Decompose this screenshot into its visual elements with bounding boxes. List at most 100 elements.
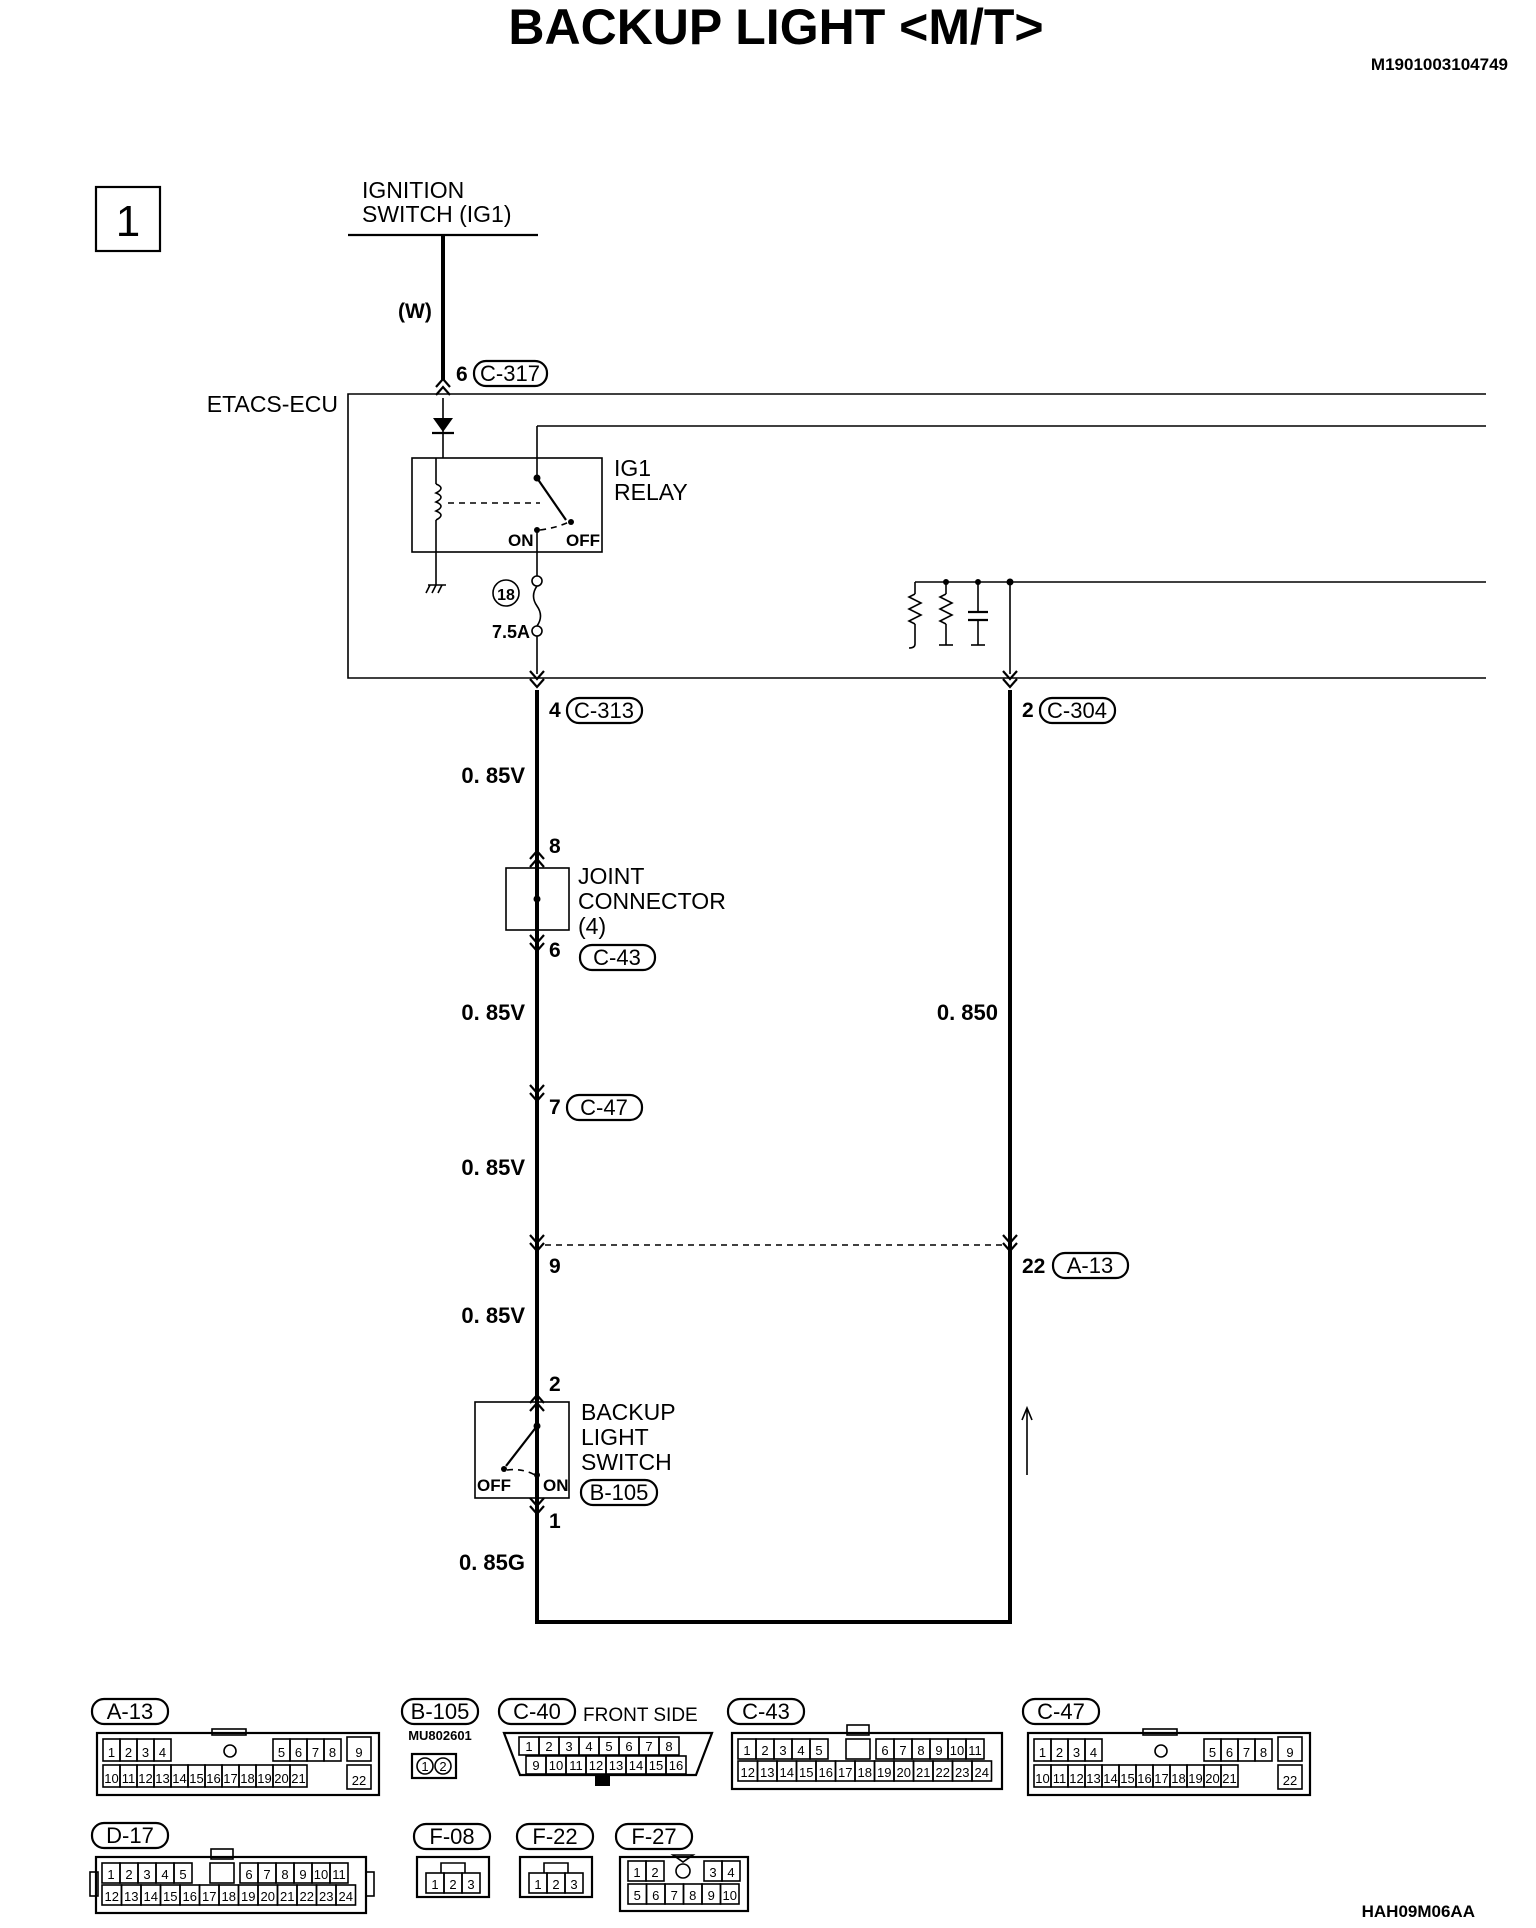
connector-f27-pin: 9 <box>708 1888 715 1903</box>
backup-switch-box <box>474 1401 570 1499</box>
connector-d17-pin: 5 <box>179 1867 186 1882</box>
connector-c43-pin: 4 <box>797 1743 804 1758</box>
connector-c313-label: C-313 <box>574 698 634 723</box>
ignition-label-1: IGNITION <box>362 177 464 203</box>
connector-f27-housing <box>618 1855 750 1913</box>
ig1-relay-box <box>411 457 603 553</box>
connector-f27-pin: 4 <box>727 1865 734 1880</box>
connector-a13-pin: 21 <box>291 1771 305 1786</box>
connector-f22-cell <box>564 1872 584 1894</box>
connector-c47-pin: 16 <box>1137 1771 1151 1786</box>
connector-a13-cell <box>153 1738 172 1762</box>
connector-d17-pin: 15 <box>163 1889 177 1904</box>
relay-off-label: OFF <box>566 531 600 550</box>
connector-d17-pin: 10 <box>314 1867 328 1882</box>
connector-f27-cell <box>645 1860 665 1882</box>
connector-c43-pin: 20 <box>897 1765 911 1780</box>
connector-c47-pin: 13 <box>1086 1771 1100 1786</box>
connector-f27-pin: 7 <box>671 1888 678 1903</box>
connector-d17-pin: 23 <box>319 1889 333 1904</box>
connector-c43-cell <box>809 1738 829 1760</box>
connector-c47-housing <box>1026 1731 1312 1797</box>
connector-d17-pin: 20 <box>261 1889 275 1904</box>
connector-c47-label: C-47 <box>580 1095 628 1120</box>
connector-f22-tag <box>515 1822 595 1851</box>
connector-b105-part: MU802601 <box>408 1728 472 1743</box>
joint-label-1: JOINT <box>578 863 644 889</box>
joint-label-2: CONNECTOR <box>578 888 726 914</box>
connector-c317-label: C-317 <box>480 361 540 386</box>
connector-d17-pin: 16 <box>183 1889 197 1904</box>
connector-tag-b105 <box>579 1478 659 1507</box>
connector-a13-pin: 4 <box>159 1745 166 1760</box>
connector-a13-label: A-13 <box>1067 1253 1113 1278</box>
connector-c40-pin: 9 <box>532 1758 539 1773</box>
terminal-a13-pin: 22 <box>1022 1255 1045 1278</box>
connector-a13-tag <box>90 1697 170 1726</box>
connector-f27-pin: 5 <box>634 1888 641 1903</box>
terminal-c47-pin: 7 <box>549 1096 561 1119</box>
connector-c40-pin: 16 <box>669 1758 683 1773</box>
relay-coil-icon <box>434 483 442 521</box>
connector-a13-pin: 14 <box>172 1771 186 1786</box>
connector-d17-cell <box>329 1862 349 1884</box>
figure-code: HAH09M06AA <box>1362 1902 1475 1921</box>
connector-c40-pin: 13 <box>609 1758 623 1773</box>
wire-label-6: 0. 850 <box>937 1000 998 1025</box>
connector-c43-pin: 8 <box>917 1743 924 1758</box>
terminal-c313-pin: 4 <box>549 699 561 722</box>
fuse-number: 18 <box>497 587 515 604</box>
connector-c43-pin: 5 <box>815 1743 822 1758</box>
connector-c43-pin: 3 <box>779 1743 786 1758</box>
connector-c40-pin: 4 <box>585 1739 592 1754</box>
connector-c47-pin: 11 <box>1053 1771 1067 1786</box>
connector-c47-pin: 5 <box>1209 1745 1216 1760</box>
connector-c47-tag <box>1021 1697 1101 1726</box>
fuse-terminal-top <box>531 575 543 587</box>
relay-label-2: RELAY <box>614 479 688 505</box>
connector-c47-cell <box>1277 1736 1303 1762</box>
relay-label-1: IG1 <box>614 455 651 481</box>
connector-a13-pin: 7 <box>312 1745 319 1760</box>
connector-c47-pin: 18 <box>1171 1771 1185 1786</box>
connector-d17-pin: 11 <box>332 1867 346 1882</box>
connector-d17-pin: 1 <box>107 1867 114 1882</box>
connector-c47-pin: 10 <box>1035 1771 1049 1786</box>
connector-a13-pin: 16 <box>206 1771 220 1786</box>
connector-c43-pin: 21 <box>916 1765 930 1780</box>
fuse-terminal-bottom <box>531 625 543 637</box>
connector-a13-label: A-13 <box>107 1699 153 1724</box>
connector-tag-c304 <box>1038 696 1117 725</box>
connector-c40-pin: 14 <box>629 1758 643 1773</box>
connector-f22-label: F-22 <box>532 1824 577 1849</box>
connector-d17-pin: 6 <box>245 1867 252 1882</box>
connector-a13-pin: 10 <box>104 1771 118 1786</box>
connector-c43-pin: 9 <box>935 1743 942 1758</box>
connector-tag-c47 <box>565 1093 644 1122</box>
connector-c47-cell <box>1220 1764 1239 1788</box>
backup-switch-label-3: SWITCH <box>581 1449 672 1475</box>
connector-f27-pin: 1 <box>633 1865 640 1880</box>
connector-c40-note: FRONT SIDE <box>583 1705 698 1726</box>
connector-b105-label: B-105 <box>590 1480 649 1505</box>
wire-label-5: 0. 85G <box>459 1550 525 1575</box>
connector-a13-pin: 6 <box>295 1745 302 1760</box>
connector-f08-pin: 2 <box>449 1877 456 1892</box>
connector-a13-pin: 3 <box>142 1745 149 1760</box>
connector-c40-label: C-40 <box>513 1699 561 1724</box>
connector-c43-housing <box>730 1731 1004 1791</box>
connector-c47-pin: 3 <box>1073 1745 1080 1760</box>
connector-f22-pin: 2 <box>552 1877 559 1892</box>
connector-c40-pin: 11 <box>569 1758 583 1773</box>
connector-a13-pin: 5 <box>278 1745 285 1760</box>
switch-on-label: ON <box>543 1476 569 1495</box>
connector-c47-label: C-47 <box>1037 1699 1085 1724</box>
connector-c47-pin: 14 <box>1103 1771 1117 1786</box>
connector-c40-pin: 8 <box>665 1739 672 1754</box>
connector-a13-pin: 18 <box>240 1771 254 1786</box>
connector-a13-pin: 19 <box>257 1771 271 1786</box>
connector-a13-pin: 9 <box>355 1745 362 1760</box>
connector-c43-pin: 7 <box>899 1743 906 1758</box>
connector-d17-pin: 9 <box>299 1867 306 1882</box>
